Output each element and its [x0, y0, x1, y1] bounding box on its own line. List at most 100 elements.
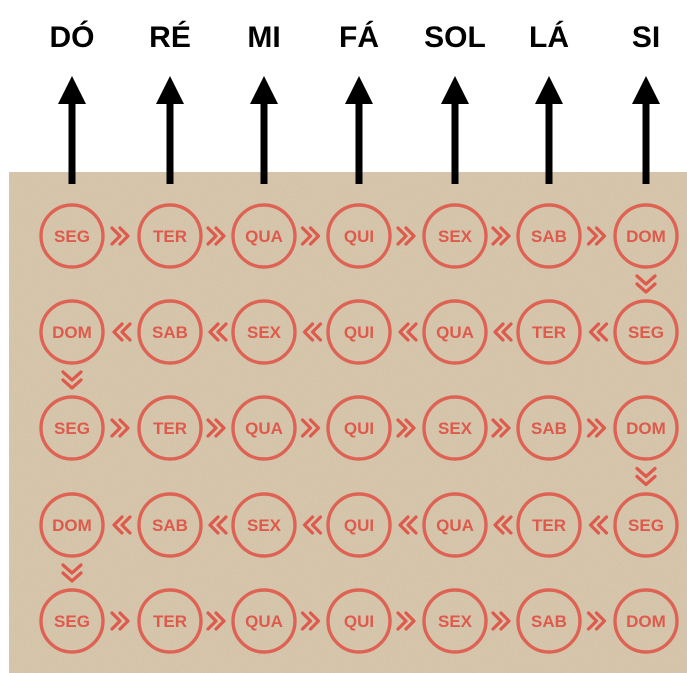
day-stamp: QUA: [231, 588, 297, 654]
chevron-left-icon: [112, 322, 132, 342]
up-arrows: [58, 76, 660, 184]
day-label: TER: [153, 419, 187, 438]
day-label: QUI: [344, 227, 374, 246]
day-label: DOM: [52, 516, 92, 535]
note-label: LÁ: [529, 20, 569, 54]
day-label: SEX: [438, 612, 473, 631]
day-stamp: QUA: [231, 395, 297, 461]
day-label: TER: [153, 612, 187, 631]
up-arrow-icon: [632, 76, 660, 184]
day-stamp: SEG: [39, 395, 105, 461]
day-label: QUI: [344, 323, 374, 342]
chevron-right-icon: [491, 611, 511, 631]
day-stamp: SEG: [613, 492, 679, 558]
chevron-down-icon: [635, 466, 657, 487]
note-label: SOL: [424, 21, 486, 54]
day-label: SEG: [628, 323, 664, 342]
chevron-right-icon: [110, 226, 130, 246]
chevron-right-icon: [110, 418, 130, 438]
up-arrow-icon: [345, 76, 373, 184]
day-label: TER: [532, 516, 566, 535]
chevron-down-icon: [635, 274, 657, 294]
chevron-left-icon: [588, 322, 609, 342]
day-label: SEG: [54, 227, 90, 246]
chevron-right-icon: [300, 226, 321, 246]
grid-row: SEG TER QUA QUI SEX SAB DOM: [39, 203, 679, 294]
day-label: TER: [532, 323, 566, 342]
chevron-right-icon: [206, 611, 226, 631]
day-stamp: SEX: [422, 588, 488, 654]
chevron-left-icon: [112, 515, 132, 535]
day-stamp: TER: [516, 492, 582, 558]
day-stamp: SEX: [231, 492, 297, 558]
day-label: SEX: [438, 419, 473, 438]
day-stamp: SAB: [516, 395, 582, 461]
up-arrow-icon: [156, 76, 184, 184]
day-stamp: QUA: [422, 492, 488, 558]
day-stamp: SAB: [137, 492, 203, 558]
grid-row: SEG TER QUA QUI SEX SAB DOM: [39, 588, 679, 654]
day-label: DOM: [626, 419, 666, 438]
chevron-left-icon: [208, 515, 228, 535]
day-stamp: SEG: [39, 588, 105, 654]
day-label: QUI: [344, 612, 374, 631]
day-label: SAB: [152, 323, 188, 342]
day-label: SAB: [531, 419, 567, 438]
chevron-right-icon: [491, 226, 511, 246]
day-label: SEX: [438, 227, 473, 246]
day-stamp: TER: [137, 203, 203, 269]
day-stamp: QUI: [326, 203, 392, 269]
chevron-left-icon: [398, 515, 418, 535]
chevron-right-icon: [586, 226, 607, 246]
day-label: QUA: [245, 419, 283, 438]
day-stamp: SEG: [39, 203, 105, 269]
up-arrow-icon: [535, 76, 563, 184]
day-label: TER: [153, 227, 187, 246]
day-label: DOM: [626, 227, 666, 246]
note-label: FÁ: [339, 20, 379, 54]
note-label: SI: [632, 21, 660, 54]
day-label: SEX: [247, 516, 282, 535]
day-label: SEG: [54, 612, 90, 631]
day-stamp: SEX: [422, 203, 488, 269]
chevron-right-icon: [491, 418, 511, 438]
day-stamp: SAB: [516, 203, 582, 269]
day-stamp: DOM: [613, 203, 679, 269]
up-arrow-icon: [58, 76, 86, 184]
chevron-right-icon: [206, 418, 226, 438]
up-arrow-icon: [441, 76, 469, 184]
day-label: SAB: [531, 612, 567, 631]
note-label: DÓ: [50, 20, 95, 54]
day-label: QUA: [245, 227, 283, 246]
day-stamp: SAB: [516, 588, 582, 654]
day-stamp: QUA: [231, 203, 297, 269]
day-stamp: QUI: [326, 299, 392, 365]
chevron-left-icon: [302, 322, 323, 342]
day-label: SEG: [54, 419, 90, 438]
chevron-down-icon: [61, 563, 83, 583]
chevron-right-icon: [110, 611, 130, 631]
chevron-left-icon: [588, 515, 609, 535]
day-stamp: DOM: [613, 588, 679, 654]
day-label: DOM: [626, 612, 666, 631]
day-label: QUA: [436, 516, 474, 535]
chevron-right-icon: [396, 226, 416, 246]
day-label: SEX: [247, 323, 282, 342]
chevron-right-icon: [586, 611, 607, 631]
day-stamp: QUA: [422, 299, 488, 365]
chevron-left-icon: [398, 322, 418, 342]
chevron-left-icon: [493, 322, 513, 342]
chevron-left-icon: [493, 515, 513, 535]
day-label: QUA: [245, 612, 283, 631]
day-label: QUA: [436, 323, 474, 342]
note-label: RÉ: [149, 20, 191, 54]
day-label: SAB: [152, 516, 188, 535]
chevron-left-icon: [208, 322, 228, 342]
chevron-right-icon: [396, 611, 416, 631]
day-stamp: TER: [137, 588, 203, 654]
up-arrow-icon: [250, 76, 278, 184]
chevron-left-icon: [302, 515, 323, 535]
